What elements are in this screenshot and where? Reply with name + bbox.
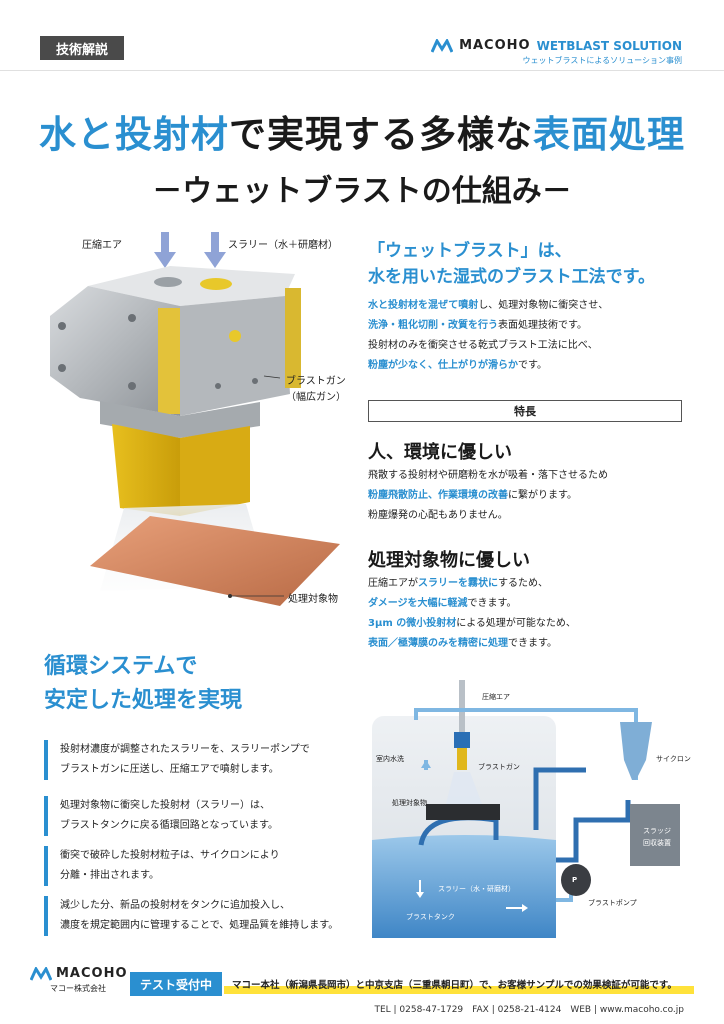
feature-people-line-2: 粉塵飛散防止、作業環境の改善に繋がります。: [368, 490, 577, 501]
circulation-item-4: 減少した分、新品の投射材をタンクに追加投入し、濃度を規定範囲内に管理することで、…: [44, 896, 354, 936]
intro-highlight: 水と投射材を混ぜて噴射: [368, 300, 479, 311]
label-blast-gun: ブラストガン: [286, 376, 346, 387]
title-part-3: 表面処理: [533, 113, 685, 156]
circulation-diagram: 圧縮エア 室内水洗 ブラストガン サイクロン 処理対象物 スラッジ 回収装置 ス…: [366, 680, 696, 942]
header-divider: [0, 70, 724, 71]
footer-logo-name: MACOHO: [56, 966, 128, 981]
test-accepting-badge: テスト受付中: [130, 972, 222, 996]
macoho-logo-icon: [30, 966, 52, 981]
diagram-label-air: 圧縮エア: [482, 693, 510, 701]
diagram-label-gun: ブラストガン: [478, 763, 520, 771]
circulation-item-1: 投射材濃度が調整されたスラリーを、スラリーポンプでブラストガンに圧送し、圧縮エア…: [44, 740, 354, 780]
diagram-label-slurry: スラリー（水・研磨材）: [438, 885, 515, 893]
page-title: 水と投射材で実現する多様な表面処理: [0, 104, 724, 158]
contact-info: TEL | 0258-47-1729 FAX | 0258-21-4124 WE…: [374, 1005, 684, 1015]
brand-name: MACOHO: [459, 38, 531, 53]
diagram-label-pump-mark: P: [572, 876, 578, 884]
label-compressed-air: 圧縮エア: [82, 240, 122, 251]
feature-heading-people: 人、環境に優しい: [368, 442, 512, 463]
circulation-heading-line-2: 安定した処理を実現: [44, 688, 243, 713]
page-subtitle: －ウェットブラストの仕組み－: [152, 174, 572, 209]
label-slurry: スラリー（水＋研磨材）: [228, 240, 338, 251]
features-label: 特長: [368, 400, 682, 422]
intro-highlight: 洗浄・粗化切削・改質を行う: [368, 320, 498, 331]
intro-line-4: 粉塵が少なく、仕上がりが滑らかです。: [368, 360, 547, 371]
macoho-logo-icon: [431, 38, 454, 53]
intro-heading: 「ウェットブラスト」は、 水を用いた湿式のブラスト工法です。: [368, 238, 688, 290]
feature-text-object: 圧縮エアがスラリーを霧状にするため、 ダメージを大幅に軽減できます。 3μm の…: [368, 574, 688, 654]
circulation-item-3: 衝突で破砕した投射材粒子は、サイクロンにより分離・排出されます。: [44, 846, 354, 886]
label-target: 処理対象物: [288, 594, 338, 605]
feature-object-line-4: 表面／極薄膜のみを精密に処理できます。: [368, 638, 557, 649]
diagram-label-pump: ブラストポンプ: [588, 899, 637, 907]
intro-heading-line-2: 水を用いた湿式のブラスト工法です。: [368, 267, 655, 287]
intro-text: 水と投射材を混ぜて噴射し、処理対象物に衝突させ、 洗浄・粗化切削・改質を行う表面…: [368, 296, 688, 376]
test-note: マコー本社（新潟県長岡市）と中京支店（三重県朝日町）で、お客様サンプルでの効果検…: [224, 974, 694, 994]
intro-line-2: 洗浄・粗化切削・改質を行う表面処理技術です。: [368, 320, 587, 331]
brand-subtitle: ウェットブラストによるソリューション事例: [522, 56, 682, 65]
circulation-item-2: 処理対象物に衝突した投射材（スラリー）は、ブラストタンクに戻る循環回路となってい…: [44, 796, 354, 836]
circulation-heading-line-1: 循環システムで: [44, 654, 198, 679]
diagram-label-cyclone: サイクロン: [656, 755, 691, 763]
footer-logo: MACOHO マコー株式会社: [30, 966, 128, 994]
brand-header: MACOHO WETBLAST SOLUTION ウェットブラストによるソリュー…: [431, 38, 682, 66]
feature-object-line-2: ダメージを大幅に軽減できます。: [368, 598, 517, 609]
feature-text-people: 飛散する投射材や研磨粉を水が吸着・落下させるため 粉塵飛散防止、作業環境の改善に…: [368, 466, 688, 526]
blast-gun-illustration: 圧縮エア スラリー（水＋研磨材） ブラストガン （幅広ガン） 処理対象物: [40, 226, 350, 636]
blast-gun-drawing: [50, 232, 340, 606]
diagram-label-wash: 室内水洗: [376, 755, 404, 763]
diagram-label-sludge-1: スラッジ: [643, 827, 671, 835]
intro-line-3: 投射材のみを衝突させる乾式ブラスト工法に比べ、: [368, 340, 598, 351]
feature-people-line-3: 粉塵爆発の心配もありません。: [368, 510, 508, 521]
circulation-heading: 循環システムで 安定した処理を実現: [44, 650, 242, 718]
feature-heading-object: 処理対象物に優しい: [368, 550, 530, 571]
diagram-label-target: 処理対象物: [392, 799, 427, 807]
intro-heading-line-1: 「ウェットブラスト」は、: [368, 241, 572, 261]
diagram-label-sludge-2: 回収装置: [643, 839, 671, 847]
circulation-drawing: [372, 680, 680, 938]
feature-object-line-3: 3μm の微小投射材による処理が可能なため、: [368, 618, 576, 629]
intro-line-1: 水と投射材を混ぜて噴射し、処理対象物に衝突させ、: [368, 300, 609, 311]
brand-solution: WETBLAST SOLUTION: [536, 38, 682, 53]
diagram-label-tank: ブラストタンク: [406, 913, 455, 921]
intro-highlight: 粉塵が少なく、仕上がりが滑らか: [368, 360, 518, 371]
title-part-2: で実現する多様な: [229, 113, 533, 156]
label-wide-gun: （幅広ガン）: [286, 392, 346, 403]
title-part-1: 水と投射材: [39, 113, 229, 156]
category-tag: 技術解説: [40, 36, 124, 60]
feature-people-line-1: 飛散する投射材や研磨粉を水が吸着・落下させるため: [368, 470, 608, 481]
feature-object-line-1: 圧縮エアがスラリーを霧状にするため、: [368, 578, 548, 589]
footer-company-name: マコー株式会社: [50, 984, 106, 993]
